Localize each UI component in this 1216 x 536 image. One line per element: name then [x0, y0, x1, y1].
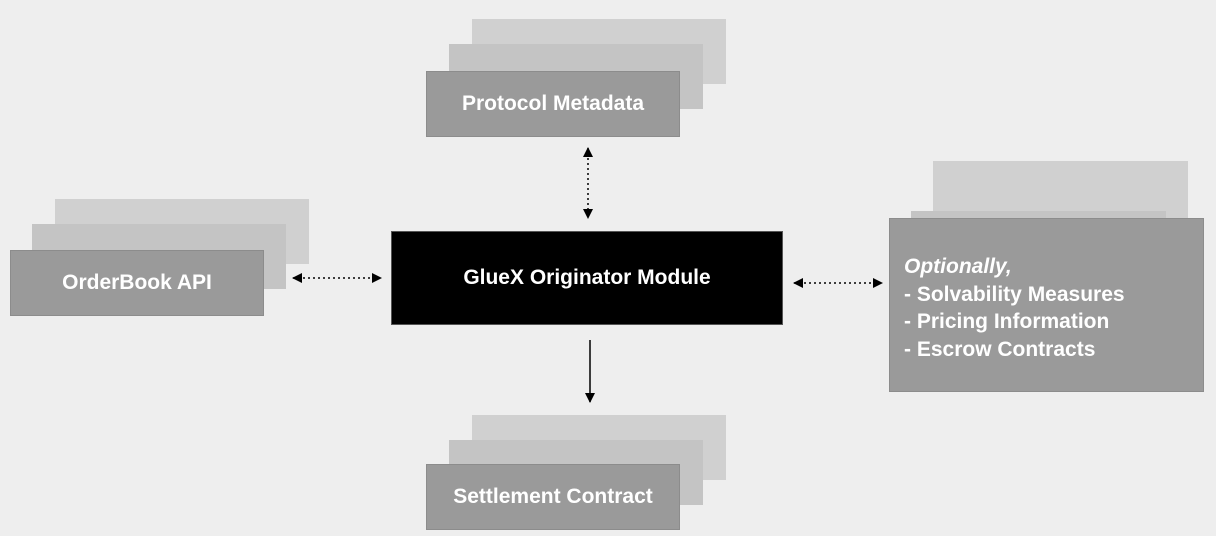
options-box: Optionally, - Solvability Measures - Pri…: [889, 218, 1204, 392]
orderbook-api-box: OrderBook API: [10, 250, 264, 316]
options-item: - Pricing Information: [904, 310, 1110, 333]
settlement-contract-label: Settlement Contract: [453, 485, 653, 508]
orderbook-api-label: OrderBook API: [62, 271, 212, 294]
protocol-metadata-box: Protocol Metadata: [426, 71, 680, 137]
options-intro: Optionally,: [904, 255, 1012, 278]
gluex-originator-module-box: GlueX Originator Module: [391, 231, 783, 325]
gluex-originator-module-label: GlueX Originator Module: [463, 266, 711, 289]
protocol-metadata-label: Protocol Metadata: [461, 92, 645, 115]
options-item: - Escrow Contracts: [904, 337, 1096, 361]
options-item: - Solvability Measures: [904, 282, 1125, 306]
settlement-contract-box: Settlement Contract: [426, 464, 680, 530]
